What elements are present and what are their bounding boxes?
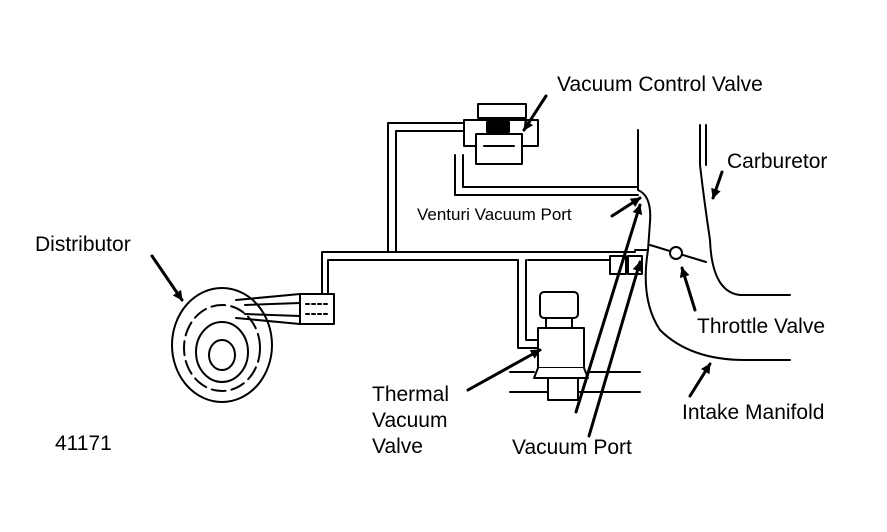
intake-manifold-label: Intake Manifold xyxy=(682,401,825,424)
vacuum-hoses xyxy=(321,122,639,349)
vacuum-control-valve-label: Vacuum Control Valve xyxy=(557,73,763,96)
leader-arrows xyxy=(150,94,724,438)
throttle-valve-label: Throttle Valve xyxy=(697,315,825,338)
thermal-vacuum-valve xyxy=(509,291,641,401)
distributor-assembly xyxy=(171,287,335,403)
thermal-vacuum-valve-label-line1: Thermal xyxy=(372,383,450,406)
thermal-vacuum-valve-label-line3: Valve xyxy=(372,435,423,458)
venturi-vacuum-port-label: Venturi Vacuum Port xyxy=(417,205,572,224)
vacuum-port-label: Vacuum Port xyxy=(512,436,632,459)
figure-number: 41171 xyxy=(55,432,112,455)
carburetor-body xyxy=(634,124,791,361)
throttle-valve-plate xyxy=(649,244,707,263)
thermal-vacuum-valve-label-line2: Vacuum xyxy=(372,409,448,432)
carburetor-label: Carburetor xyxy=(727,150,828,173)
distributor-label: Distributor xyxy=(35,233,131,256)
vacuum-control-valve xyxy=(463,103,539,165)
